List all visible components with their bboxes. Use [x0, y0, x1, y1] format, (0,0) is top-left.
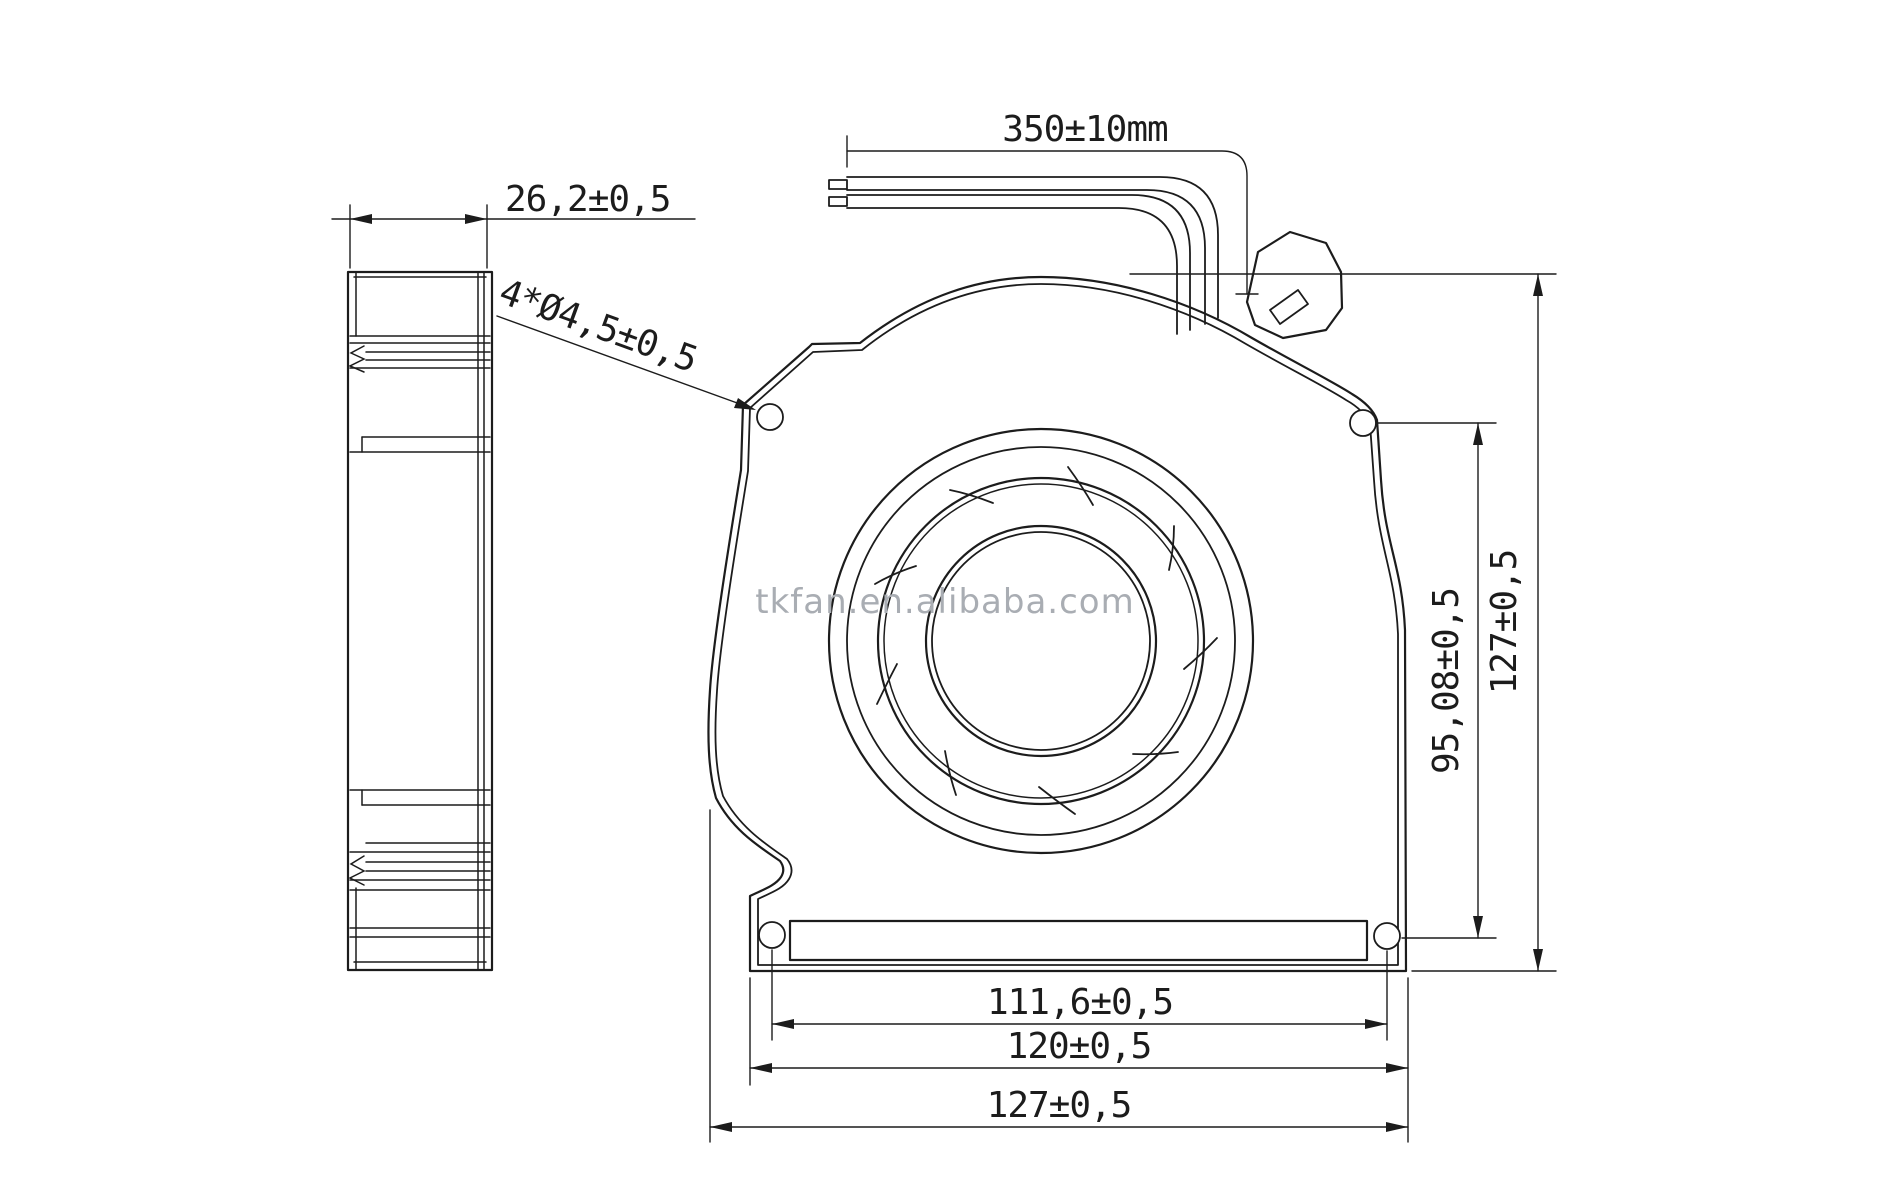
fan-housing-outline-inner — [714, 283, 1399, 966]
front-view — [707, 230, 1408, 973]
dim-mounting-holes: 4*Ø4,5±0,5 — [494, 272, 756, 410]
watermark: tkfan.en.alibaba.com — [755, 582, 1134, 622]
dim-height-overall: 127±0,5 — [1129, 273, 1557, 972]
mounting-hole-top-right — [1349, 409, 1377, 437]
side-view-top-inlet-band — [348, 335, 491, 453]
wire-edge — [846, 194, 1191, 331]
dim-label-width-overall: 127±0,5 — [987, 1085, 1132, 1126]
mounting-hole-bottom-left — [758, 921, 786, 949]
dim-side-thickness: 26,2±0,5 — [331, 179, 696, 269]
side-view-bottom-inlet-band — [348, 789, 491, 963]
dim-width-overall: 127±0,5 — [709, 809, 1409, 1143]
wire-edge — [846, 189, 1206, 325]
fan-housing-outline-outer — [707, 275, 1408, 973]
blade-tips — [874, 466, 1218, 815]
wire-terminal — [828, 179, 848, 190]
inlet-ring-outer — [827, 427, 1255, 855]
connector-body — [1245, 230, 1344, 340]
dim-label-wire-length: 350±10mm — [1002, 109, 1167, 150]
dim-label-hole-spacing-horizontal: 111,6±0,5 — [987, 982, 1173, 1023]
dim-wire-length: 350±10mm — [846, 109, 1259, 295]
dim-body-width: 120±0,5 — [749, 977, 1409, 1143]
outlet-vent-slot — [788, 919, 1369, 962]
power-wires — [828, 176, 1219, 335]
dim-hole-spacing-horizontal: 111,6±0,5 — [771, 949, 1388, 1041]
connector — [1245, 230, 1344, 340]
side-view-outline — [346, 270, 494, 972]
side-view-lip-notch — [348, 345, 366, 373]
side-view-lip-notch-bottom — [348, 855, 366, 886]
dim-label-height-overall: 127±0,5 — [1484, 550, 1525, 695]
blade-ring-inner — [883, 483, 1199, 799]
dim-label-hole-spacing-vertical: 95,08±0,5 — [1426, 588, 1467, 774]
wire-edge — [846, 207, 1178, 335]
mounting-hole-bottom-right — [1373, 922, 1401, 950]
wire-terminal — [828, 196, 848, 207]
dim-label-side-thickness: 26,2±0,5 — [505, 179, 670, 220]
dim-label-body-width: 120±0,5 — [1007, 1026, 1152, 1067]
inlet-ring-inner — [846, 446, 1236, 836]
connector-slot — [1269, 289, 1309, 325]
impeller — [827, 427, 1255, 855]
impeller-hub-inner — [931, 531, 1151, 751]
dim-hole-spacing-vertical: 95,08±0,5 — [1377, 422, 1497, 939]
blade-ring-outer — [876, 476, 1206, 806]
mounting-hole-top-left — [756, 403, 784, 431]
wire-edge — [846, 176, 1219, 319]
side-view — [346, 270, 494, 972]
impeller-hub-outer — [924, 524, 1158, 758]
